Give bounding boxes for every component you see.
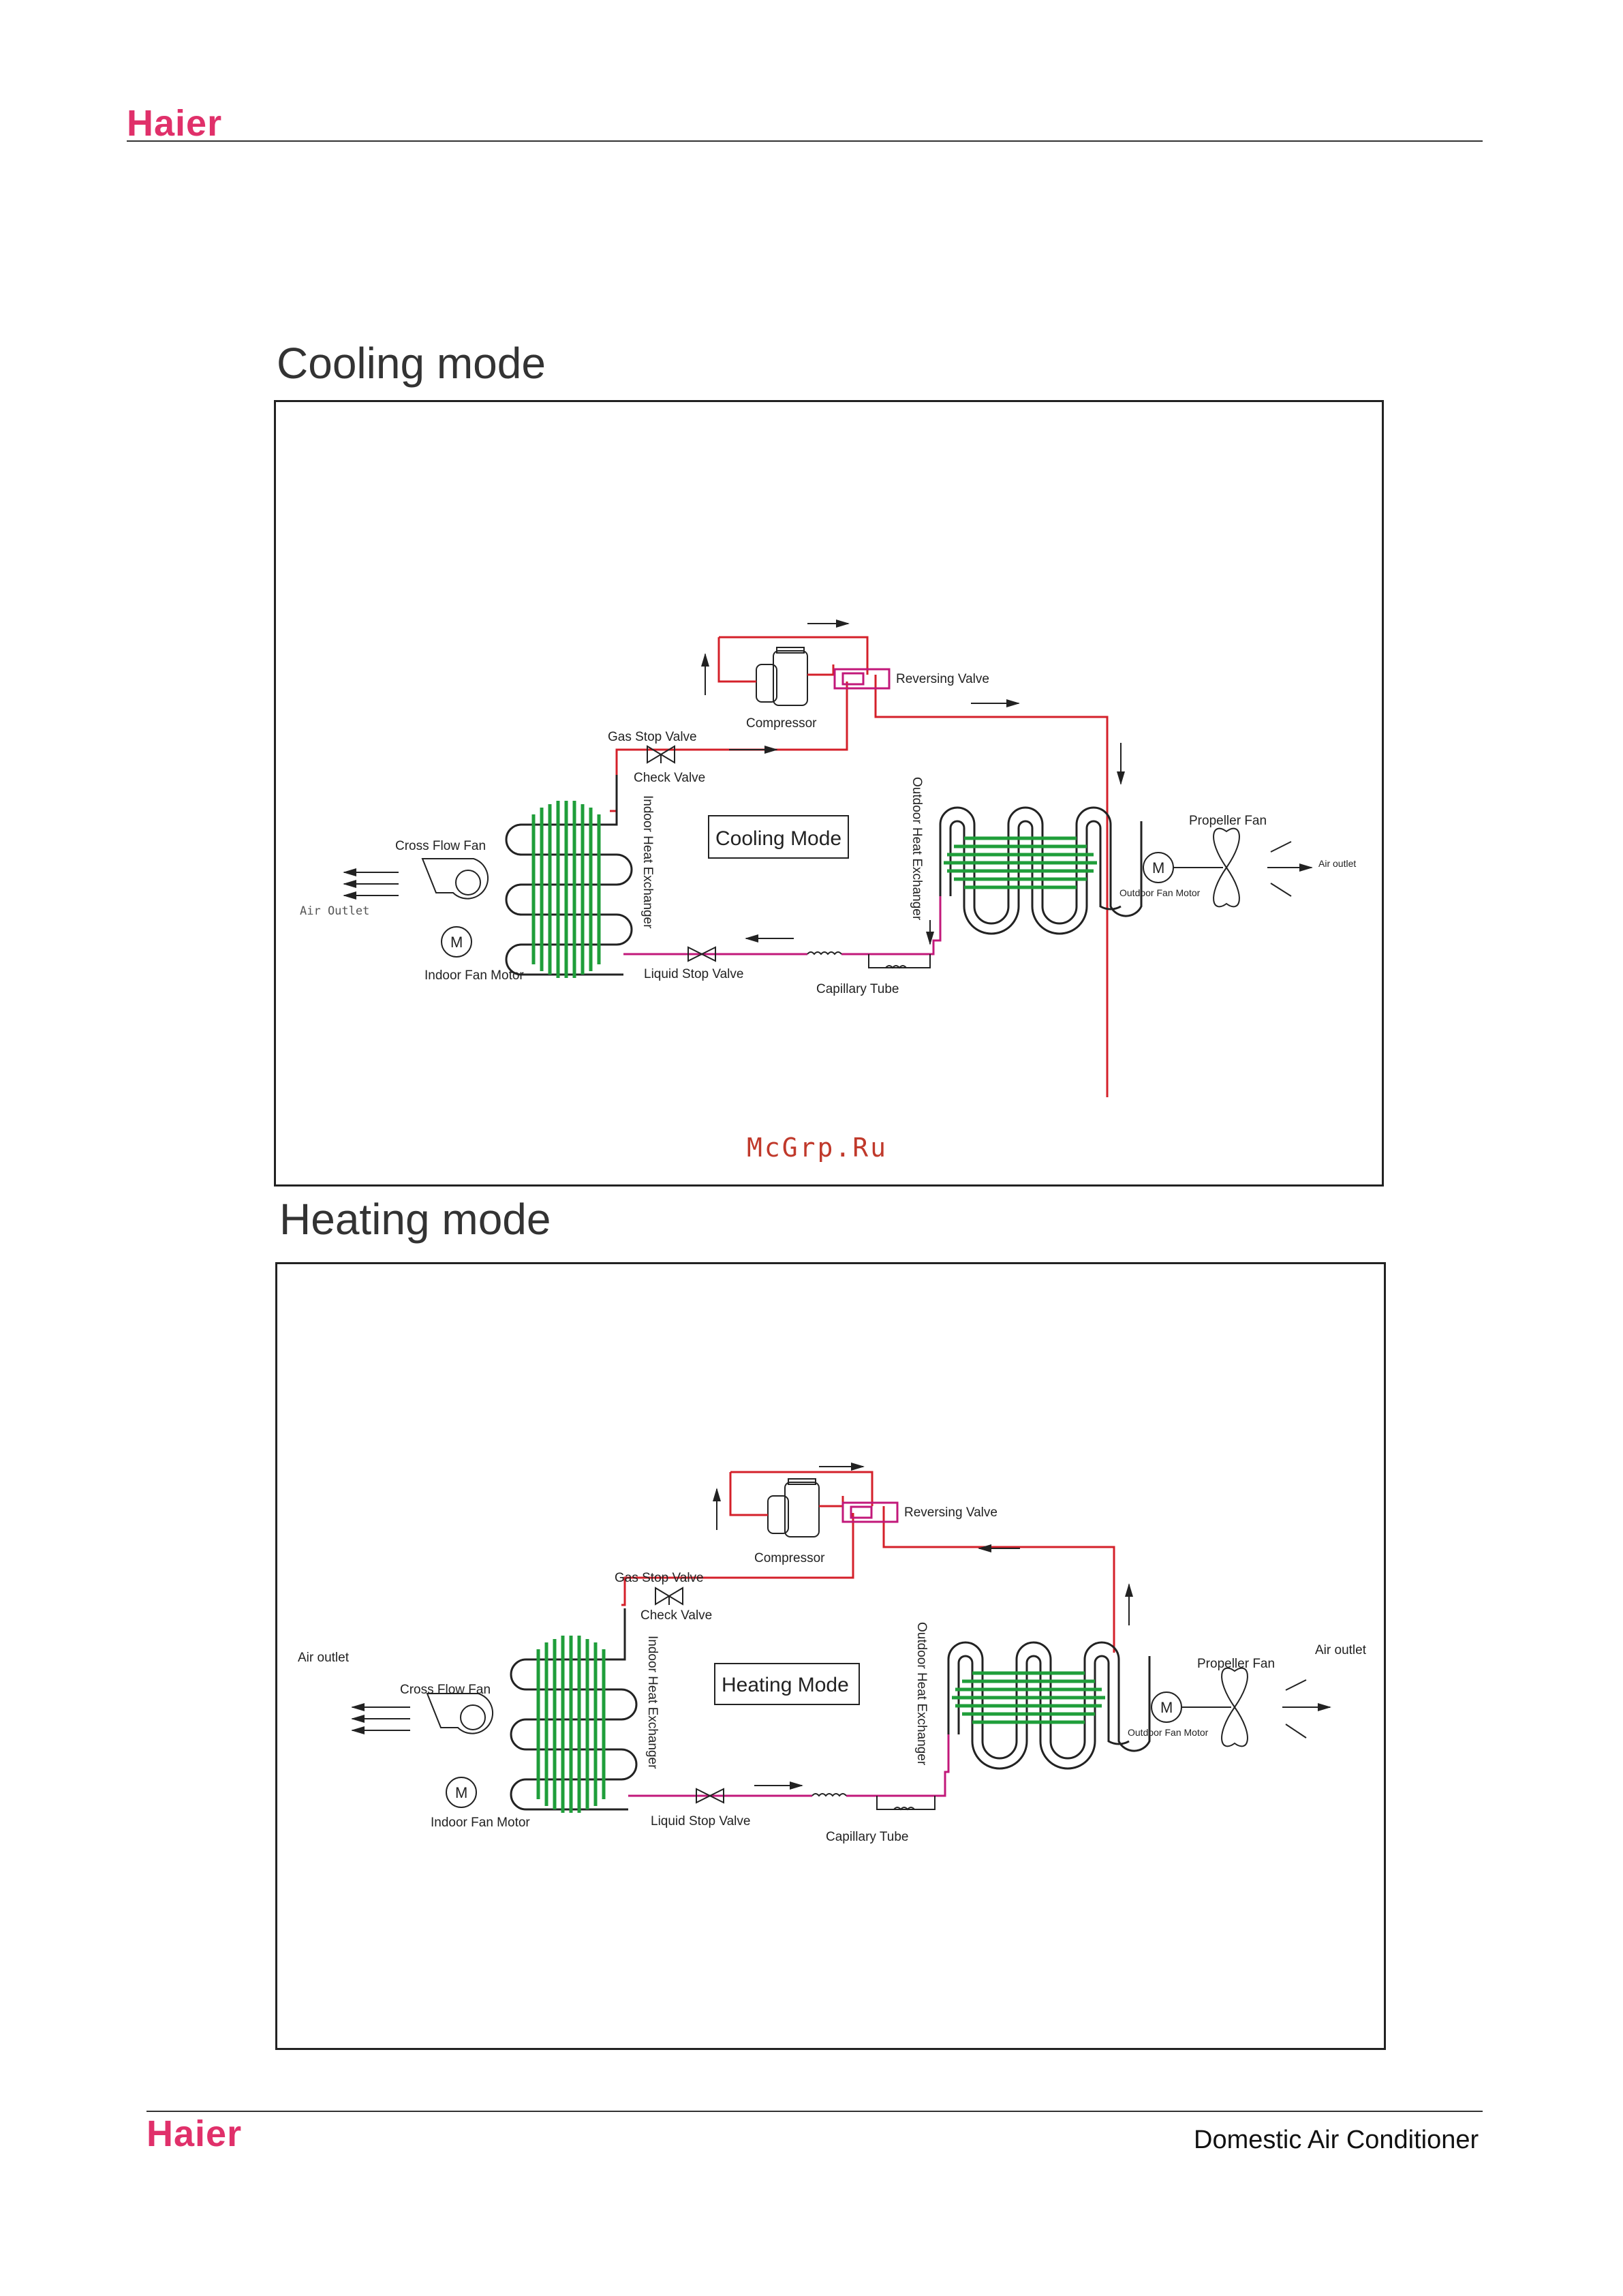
outdoor-fan-motor-label: Outdoor Fan Motor xyxy=(1119,887,1201,898)
outdoor-fan-motor-icon: M xyxy=(1151,1692,1231,1723)
gas-stop-valve-icon xyxy=(655,1587,683,1606)
header-rule xyxy=(127,140,1483,142)
compressor-label: Compressor xyxy=(746,716,817,731)
propeller-fan-icon xyxy=(1213,827,1240,908)
outdoor-fins xyxy=(944,836,1097,889)
indoor-fan-motor-icon: M xyxy=(441,926,472,958)
capillary-tube-label: Capillary Tube xyxy=(826,1830,908,1844)
indoor-heat-exchanger-coil xyxy=(510,1608,638,1811)
compressor-icon xyxy=(767,1478,820,1537)
left-air-arrows xyxy=(343,868,399,900)
indoor-fins xyxy=(536,1636,606,1813)
propeller-fan-icon xyxy=(1221,1667,1248,1747)
indoor-fins xyxy=(531,801,601,978)
indoor-heat-exchanger-label: Indoor Heat Exchanger xyxy=(640,795,655,929)
capillary-tube-icon xyxy=(812,1793,936,1811)
propeller-fan-label: Propeller Fan xyxy=(1197,1657,1275,1671)
outdoor-fan-motor-icon: M xyxy=(1143,852,1223,883)
outdoor-fan-motor-label: Outdoor Fan Motor xyxy=(1128,1727,1209,1738)
gas-stop-valve-label: Gas Stop Valve xyxy=(615,1571,704,1585)
discharge-pipe xyxy=(621,1471,1115,1653)
reversing-valve-icon xyxy=(841,1501,899,1523)
cooling-title: Cooling mode xyxy=(277,339,546,388)
compressor-label: Compressor xyxy=(754,1551,825,1565)
liquid-pipe xyxy=(623,896,942,955)
heating-title: Heating mode xyxy=(279,1195,551,1244)
discharge-pipe xyxy=(610,636,1109,1097)
liquid-pipe xyxy=(628,1734,950,1797)
cross-flow-fan-icon xyxy=(421,858,489,900)
heating-diagram-panel: Compressor Reversing Valve Gas Stop Valv… xyxy=(275,1262,1386,2050)
watermark: McGrp.Ru xyxy=(747,1133,888,1163)
mode-box-label: Heating Mode xyxy=(722,1674,849,1696)
air-outlet-left-label: Air outlet xyxy=(298,1651,350,1665)
reversing-valve-icon xyxy=(833,668,891,690)
footer-caption: Domestic Air Conditioner xyxy=(1194,2126,1479,2154)
liquid-stop-valve-icon xyxy=(696,1788,724,1804)
footer-logo: Haier xyxy=(146,2113,243,2154)
indoor-heat-exchanger-coil xyxy=(505,775,633,976)
cross-flow-fan-icon xyxy=(426,1693,494,1734)
liquid-stop-valve-label: Liquid Stop Valve xyxy=(644,967,743,981)
mode-box-label: Cooling Mode xyxy=(715,827,841,850)
reversing-valve-label: Reversing Valve xyxy=(896,672,989,686)
indoor-fan-motor-label: Indoor Fan Motor xyxy=(424,968,524,983)
liquid-stop-valve-icon xyxy=(687,946,716,962)
svg-text:M: M xyxy=(450,934,463,951)
air-outlet-right-label: Air outlet xyxy=(1318,858,1356,869)
outdoor-heat-exchanger-label: Outdoor Heat Exchanger xyxy=(910,777,924,921)
air-outlet-right-label: Air outlet xyxy=(1315,1643,1367,1657)
cooling-diagram: Compressor Reversing Valve Gas Stop Valv… xyxy=(300,619,1356,1097)
outdoor-heat-exchanger-label: Outdoor Heat Exchanger xyxy=(914,1622,929,1766)
svg-text:M: M xyxy=(1152,859,1164,876)
indoor-fan-motor-icon: M xyxy=(446,1777,477,1808)
outdoor-heat-exchanger-coil xyxy=(947,1641,1151,1770)
svg-text:M: M xyxy=(455,1784,467,1801)
gas-stop-valve-icon xyxy=(647,745,675,764)
check-valve-label: Check Valve xyxy=(640,1608,712,1623)
gas-stop-valve-label: Gas Stop Valve xyxy=(608,730,697,744)
header-logo: Haier xyxy=(127,103,223,144)
heating-diagram: Compressor Reversing Valve Gas Stop Valv… xyxy=(298,1463,1367,1844)
footer-rule xyxy=(146,2111,1483,2112)
liquid-stop-valve-label: Liquid Stop Valve xyxy=(651,1814,750,1828)
check-valve-label: Check Valve xyxy=(634,771,705,785)
cross-flow-fan-label: Cross Flow Fan xyxy=(400,1683,491,1697)
svg-text:M: M xyxy=(1160,1699,1173,1716)
outdoor-fins xyxy=(952,1671,1105,1724)
left-air-arrows xyxy=(351,1703,410,1734)
cooling-diagram-panel: Compressor Reversing Valve Gas Stop Valv… xyxy=(274,400,1384,1187)
reversing-valve-label: Reversing Valve xyxy=(904,1505,998,1520)
capillary-tube-label: Capillary Tube xyxy=(816,982,899,996)
indoor-heat-exchanger-label: Indoor Heat Exchanger xyxy=(645,1636,660,1769)
air-outlet-left-label: Air Outlet xyxy=(300,904,369,918)
capillary-tube-icon xyxy=(807,951,931,969)
mode-box xyxy=(708,815,849,859)
indoor-fan-motor-label: Indoor Fan Motor xyxy=(431,1816,530,1830)
right-air-arrows xyxy=(1267,841,1313,897)
propeller-fan-label: Propeller Fan xyxy=(1189,814,1267,828)
cross-flow-fan-label: Cross Flow Fan xyxy=(395,839,486,853)
compressor-icon xyxy=(756,647,808,706)
outdoor-heat-exchanger-coil xyxy=(939,806,1143,935)
right-air-arrows xyxy=(1282,1679,1331,1739)
mode-box xyxy=(714,1663,860,1705)
